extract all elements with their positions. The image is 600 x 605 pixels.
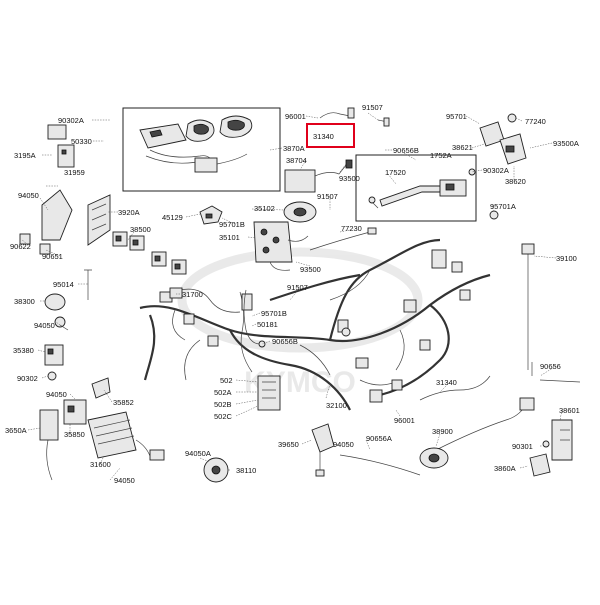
label-35380: 35380 — [13, 346, 34, 355]
label-90302: 90302 — [17, 374, 38, 383]
label-3650A: 3650A — [5, 426, 27, 435]
highlight-box-31340 — [306, 123, 355, 148]
label-90656A: 90656A — [366, 434, 392, 443]
label-90301: 90301 — [512, 442, 533, 451]
bracket-kit-frame — [355, 154, 477, 222]
label-94050-e: 94050 — [333, 440, 354, 449]
label-38900: 38900 — [432, 427, 453, 436]
label-32100: 32100 — [326, 401, 347, 410]
right-side-parts — [479, 113, 581, 477]
remote-key-kit — [139, 115, 253, 173]
main-harness — [139, 238, 491, 411]
label-94050-d: 94050 — [114, 476, 135, 485]
label-96001-b: 96001 — [394, 416, 415, 425]
label-17520: 17520 — [385, 168, 406, 177]
label-39650: 39650 — [278, 440, 299, 449]
label-93500: 93500 — [339, 174, 360, 183]
label-91507-b: 91507 — [317, 192, 338, 201]
harness-connectors — [159, 249, 471, 403]
part-90656A — [339, 454, 421, 476]
connector-31340-top — [319, 107, 390, 127]
label-90622: 90622 — [10, 242, 31, 251]
part-38110-horn — [203, 457, 229, 483]
label-90656: 90656 — [540, 362, 561, 371]
label-94050A: 94050A — [185, 449, 211, 458]
label-38704: 38704 — [286, 156, 307, 165]
label-3920A: 3920A — [118, 208, 140, 217]
label-45129: 45129 — [162, 213, 183, 222]
left-bottom-parts — [39, 377, 165, 481]
part-45129 — [199, 205, 223, 225]
label-31340-b: 31340 — [436, 378, 457, 387]
label-31959: 31959 — [64, 168, 85, 177]
label-502C: 502C — [214, 412, 233, 421]
label-90656B: 90656B — [393, 146, 419, 155]
part-38500-switches — [112, 231, 187, 275]
label-94050-c: 94050 — [46, 390, 67, 399]
label-50330: 50330 — [71, 137, 92, 146]
label-50181: 50181 — [257, 320, 278, 329]
label-93500-b: 93500 — [300, 265, 321, 274]
label-90656B-b: 90656B — [272, 337, 298, 346]
leader-lines — [21, 112, 563, 481]
label-91507-c: 91507 — [287, 283, 308, 292]
label-95701: 95701 — [446, 112, 467, 121]
label-31700: 31700 — [182, 290, 203, 299]
label-35850: 35850 — [64, 430, 85, 439]
label-38300: 38300 — [14, 297, 35, 306]
label-39100: 39100 — [556, 254, 577, 263]
relays — [169, 287, 281, 411]
label-35102: 35102 — [254, 204, 275, 213]
left-side-parts — [19, 124, 111, 381]
label-38601: 38601 — [559, 406, 580, 415]
part-labels: 90302A 50330 3195A 31959 94050 3920A 906… — [5, 103, 580, 485]
label-96001: 96001 — [285, 112, 306, 121]
label-95701A: 95701A — [490, 202, 516, 211]
label-3870A: 3870A — [283, 144, 305, 153]
label-93500A: 93500A — [553, 139, 579, 148]
bracket-kit — [368, 168, 476, 209]
label-31600: 31600 — [90, 460, 111, 469]
label-1752A: 1752A — [430, 151, 452, 160]
label-90651: 90651 — [42, 252, 63, 261]
label-90302A-b: 90302A — [483, 166, 509, 175]
remote-kit-frame — [122, 107, 281, 192]
part-35101-ignition — [253, 201, 317, 271]
part-77230 — [309, 227, 377, 251]
part-38900 — [419, 375, 535, 469]
label-35852: 35852 — [113, 398, 134, 407]
label-3860A: 3860A — [494, 464, 516, 473]
label-94050-b: 94050 — [34, 321, 55, 330]
part-39650 — [311, 423, 335, 477]
label-35101: 35101 — [219, 233, 240, 242]
label-90302A: 90302A — [58, 116, 84, 125]
label-502A: 502A — [214, 388, 232, 397]
label-31340-highlighted: 31340 — [313, 132, 334, 141]
label-38621: 38621 — [452, 143, 473, 152]
label-95014: 95014 — [53, 280, 74, 289]
label-95701B: 95701B — [219, 220, 245, 229]
label-502: 502 — [220, 376, 233, 385]
label-91507: 91507 — [362, 103, 383, 112]
label-95701B-b: 95701B — [261, 309, 287, 318]
label-38500: 38500 — [130, 225, 151, 234]
label-3195A: 3195A — [14, 151, 36, 160]
label-38620: 38620 — [505, 177, 526, 186]
label-94050: 94050 — [18, 191, 39, 200]
label-38110: 38110 — [236, 466, 256, 475]
label-77230: 77230 — [341, 224, 362, 233]
label-77240: 77240 — [525, 117, 546, 126]
label-502B: 502B — [214, 400, 232, 409]
